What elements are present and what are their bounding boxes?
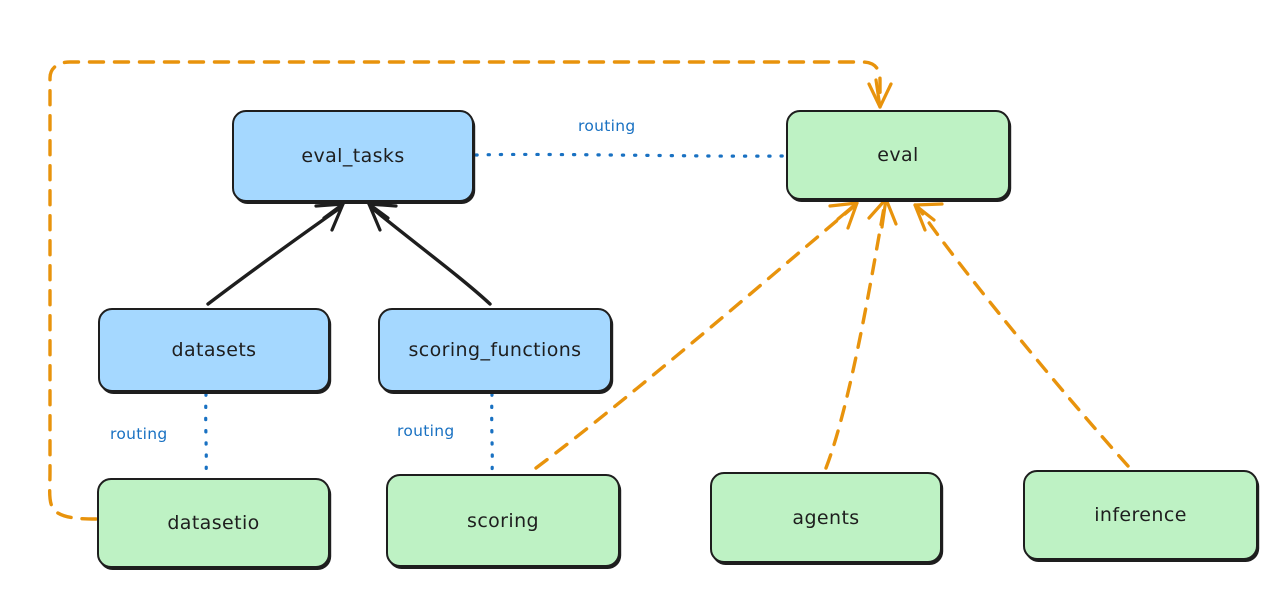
node-scoring[interactable]: scoring — [386, 474, 620, 567]
node-label-datasetio: datasetio — [167, 512, 260, 534]
edge-label-routing-datasetio: routing — [110, 425, 168, 443]
edge-datasets-to-datasetio — [204, 392, 208, 479]
node-label-datasets: datasets — [171, 339, 257, 361]
node-scoring-functions[interactable]: scoring_functions — [378, 308, 612, 392]
node-datasetio[interactable]: datasetio — [97, 478, 330, 568]
edge-label-routing-eval: routing — [578, 117, 636, 135]
edge-agents-to-eval — [824, 197, 898, 470]
node-label-eval-tasks: eval_tasks — [301, 145, 405, 167]
node-label-agents: agents — [792, 506, 860, 529]
edge-scoring_functions-to-eval_tasks — [367, 202, 492, 306]
node-label-inference: inference — [1094, 504, 1187, 526]
edge-label-routing-scoring: routing — [397, 422, 455, 440]
edge-scoring_functions-to-scoring — [490, 392, 494, 475]
node-inference[interactable]: inference — [1023, 470, 1258, 560]
edge-eval_tasks-to-eval — [474, 152, 786, 158]
node-label-scoring: scoring — [467, 509, 539, 532]
node-datasets[interactable]: datasets — [98, 308, 330, 392]
node-label-eval: eval — [877, 144, 919, 166]
node-eval-tasks[interactable]: eval_tasks — [232, 110, 474, 202]
edge-inference-to-eval — [913, 202, 1130, 468]
node-eval[interactable]: eval — [786, 110, 1010, 200]
node-agents[interactable]: agents — [710, 472, 942, 563]
node-label-scoring-functions: scoring_functions — [408, 339, 582, 361]
edge-datasets-to-eval_tasks — [206, 202, 345, 306]
